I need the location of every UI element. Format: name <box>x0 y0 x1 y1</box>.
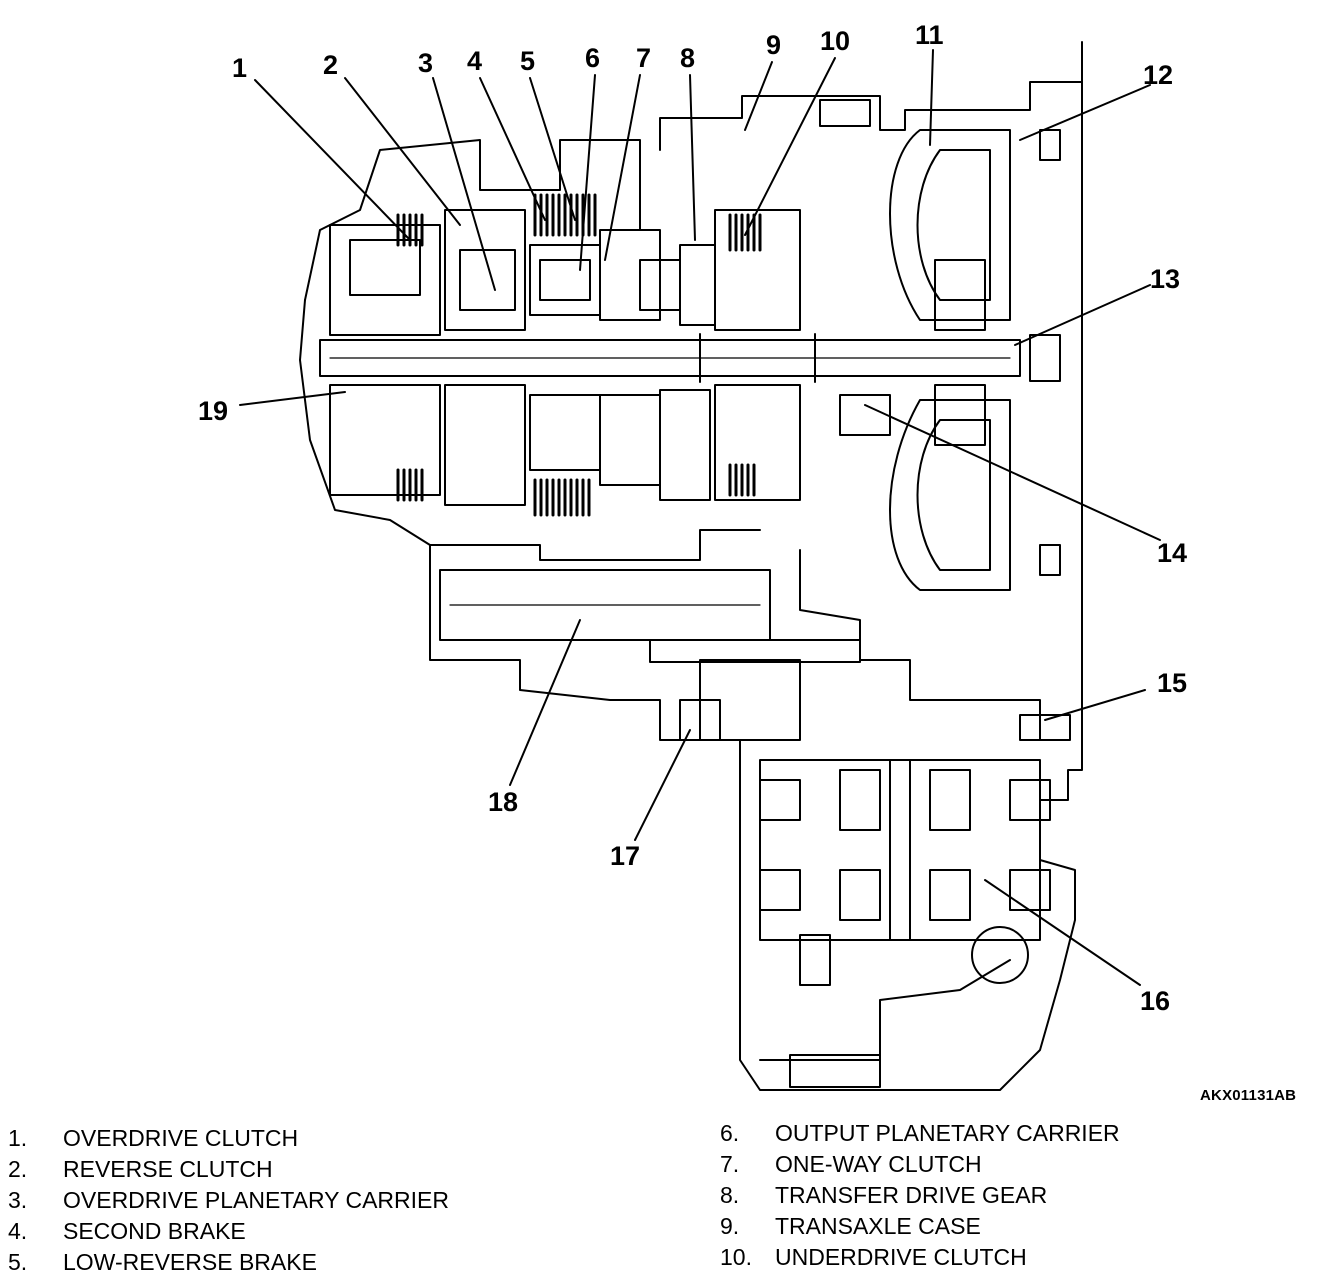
legend-label: OVERDRIVE PLANETARY CARRIER <box>63 1187 449 1213</box>
callout-17: 17 <box>610 841 641 871</box>
callout-2: 2 <box>323 50 339 80</box>
legend-label: OVERDRIVE CLUTCH <box>63 1125 299 1151</box>
clutch-packs <box>329 193 801 336</box>
legend-number: 6. <box>720 1120 740 1146</box>
legend-label: TRANSFER DRIVE GEAR <box>775 1182 1048 1208</box>
callout-14: 14 <box>1157 538 1188 568</box>
clutch-packs-lower <box>329 384 801 517</box>
leader-lines <box>239 49 1161 986</box>
legend-number: 2. <box>8 1156 28 1182</box>
callout-1: 1 <box>232 53 248 83</box>
callout-9: 9 <box>766 30 782 60</box>
input-shaft <box>319 333 1061 383</box>
callout-19: 19 <box>198 396 229 426</box>
legend-label: REVERSE CLUTCH <box>63 1156 273 1182</box>
callout-13: 13 <box>1150 264 1181 294</box>
legend-label: OUTPUT PLANETARY CARRIER <box>775 1120 1120 1146</box>
legend-label: UNDERDRIVE CLUTCH <box>775 1244 1027 1270</box>
differential <box>759 99 1071 1088</box>
torque-converter <box>839 129 1011 591</box>
transaxle-case-outline <box>299 41 1083 1091</box>
legend-label: LOW-REVERSE BRAKE <box>63 1249 317 1275</box>
legend-number: 9. <box>720 1213 740 1239</box>
callout-18: 18 <box>488 787 519 817</box>
transfer-shaft <box>439 569 861 741</box>
callout-6: 6 <box>585 43 601 73</box>
legend-label: SECOND BRAKE <box>63 1218 246 1244</box>
legend-number: 4. <box>8 1218 28 1244</box>
legend-number: 10. <box>720 1244 752 1270</box>
callout-11: 11 <box>915 20 944 50</box>
callout-7: 7 <box>636 43 652 73</box>
legend-label: TRANSAXLE CASE <box>775 1213 981 1239</box>
legend-label: ONE-WAY CLUTCH <box>775 1151 982 1177</box>
callout-8: 8 <box>680 43 696 73</box>
callout-4: 4 <box>467 46 483 76</box>
legend-number: 5. <box>8 1249 28 1275</box>
figure-code: AKX01131AB <box>1200 1087 1297 1104</box>
callout-12: 12 <box>1143 60 1174 90</box>
legend-number: 1. <box>8 1125 28 1151</box>
callout-3: 3 <box>418 48 434 78</box>
legend-number: 7. <box>720 1151 740 1177</box>
callout-16: 16 <box>1140 986 1171 1016</box>
callout-15: 15 <box>1157 668 1188 698</box>
legend-number: 3. <box>8 1187 28 1213</box>
callout-10: 10 <box>820 26 851 56</box>
legend-number: 8. <box>720 1182 740 1208</box>
callout-5: 5 <box>520 46 536 76</box>
